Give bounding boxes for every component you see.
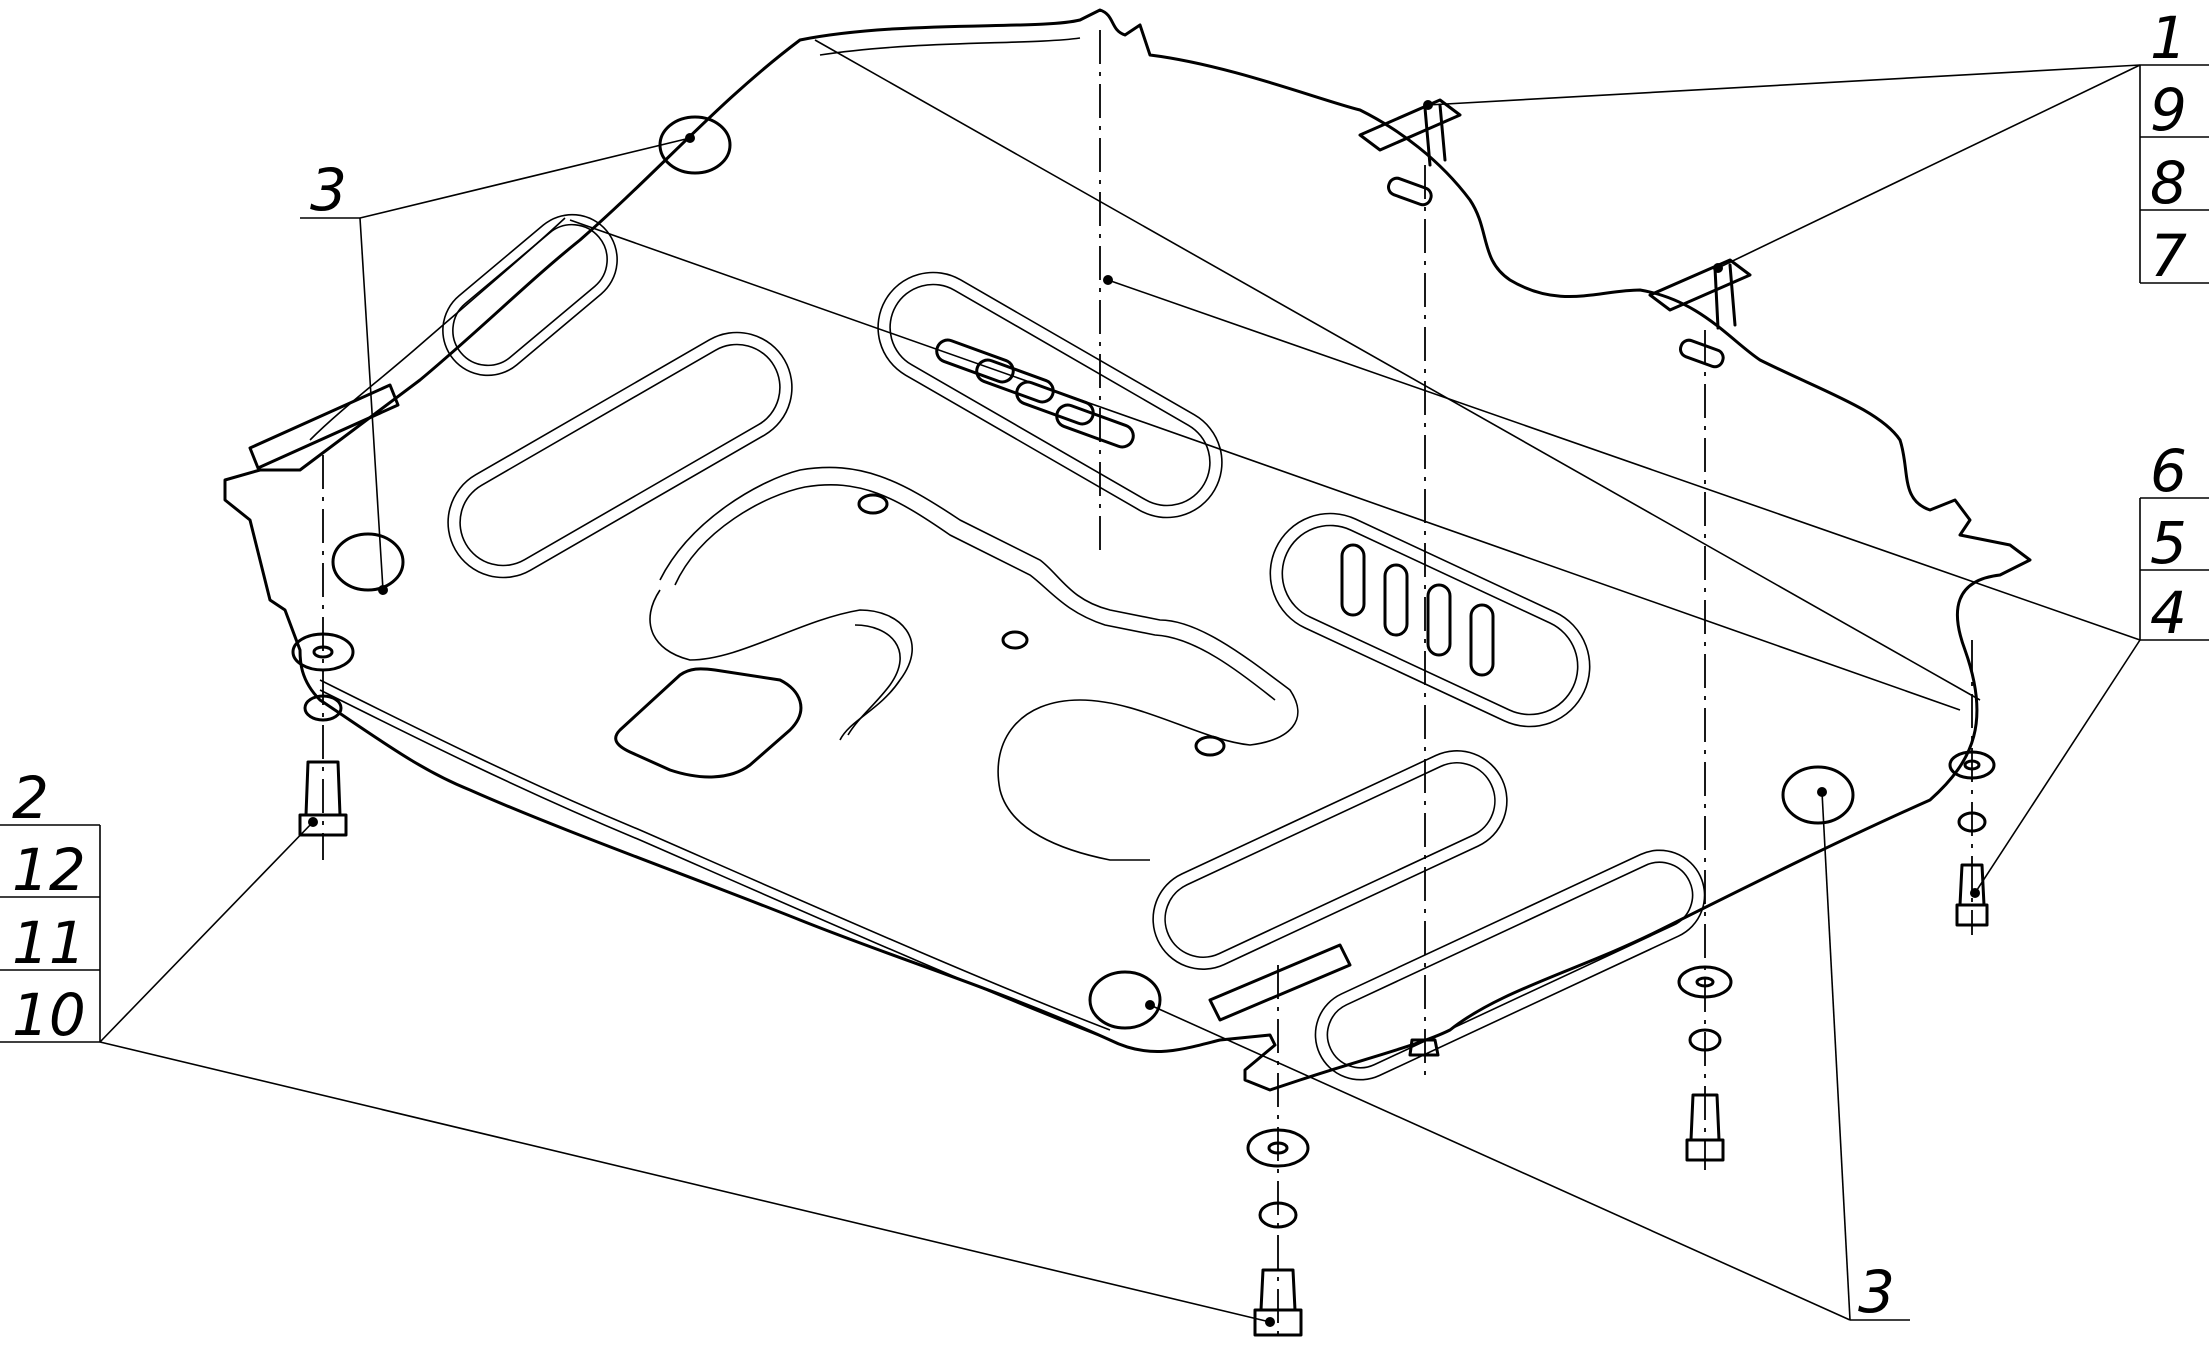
- center-lines: [322, 30, 1973, 1340]
- label-7: 7: [2150, 222, 2187, 290]
- label-3-top: 3: [310, 156, 347, 224]
- label-6: 6: [2150, 437, 2187, 505]
- fasteners: [291, 632, 1996, 1337]
- skid-plate: [223, 8, 2032, 1092]
- leader-lines: [0, 64, 2209, 1323]
- label-12: 12: [12, 836, 86, 904]
- label-3-bottom: 3: [1858, 1258, 1895, 1326]
- label-4: 4: [2150, 579, 2187, 647]
- label-1: 1: [2150, 4, 2187, 72]
- vent-slots-upper: [935, 338, 1135, 449]
- callout-labels: 1 9 8 7 6 5 4 2 12 11 10 3 3: [12, 4, 2187, 1326]
- label-10: 10: [12, 981, 86, 1049]
- label-2: 2: [12, 764, 49, 832]
- rubber-bushings: [331, 115, 1855, 1030]
- label-11: 11: [12, 909, 86, 977]
- mounting-brackets: [248, 98, 1752, 1022]
- label-9: 9: [2150, 76, 2187, 144]
- label-5: 5: [2150, 509, 2187, 577]
- label-8: 8: [2150, 149, 2187, 217]
- vent-slots-right: [1340, 543, 1495, 677]
- leader-dots: [308, 100, 1980, 1327]
